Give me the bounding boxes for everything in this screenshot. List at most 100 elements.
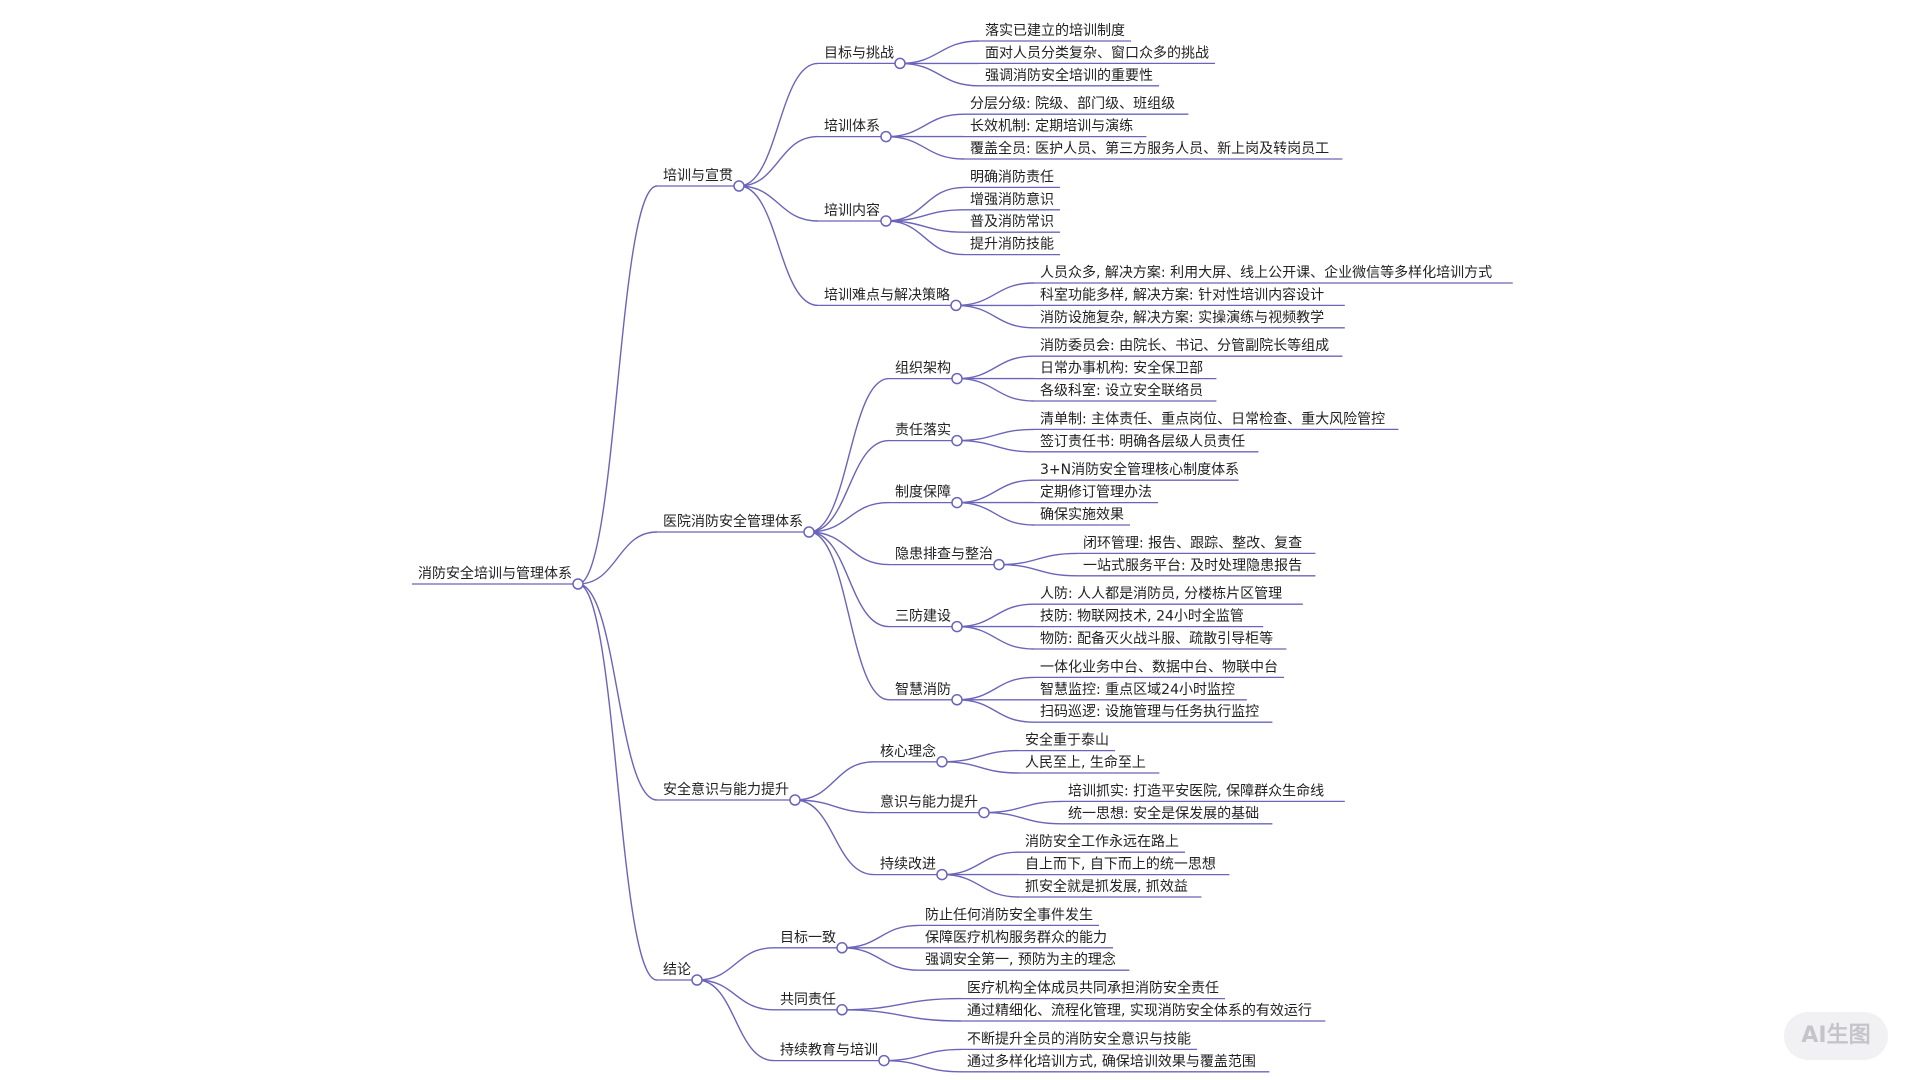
- connector-line: [577, 531, 658, 585]
- node-label: 三防建设: [895, 609, 951, 625]
- connector-line: [956, 699, 1035, 723]
- collapse-toggle-icon[interactable]: [993, 558, 1005, 571]
- leaf-node: 签订责任书: 明确各层级人员责任: [1034, 433, 1259, 453]
- collapse-toggle-icon[interactable]: [951, 620, 963, 633]
- node-label: 培训与宣贯: [663, 168, 733, 184]
- leaf-node: 强调安全第一, 预防为主的理念: [919, 951, 1130, 971]
- collapse-toggle-icon[interactable]: [936, 868, 948, 881]
- collapse-toggle-icon[interactable]: [950, 299, 962, 312]
- topic-node: 制度保障: [889, 485, 957, 504]
- leaf-node: 通过精细化、流程化管理, 实现消防安全体系的有效运行: [961, 1002, 1326, 1022]
- connector-line: [956, 501, 1035, 526]
- topic-node: 目标一致: [774, 930, 842, 949]
- connector-line: [983, 800, 1063, 814]
- leaf-node: 普及消防常识: [964, 214, 1060, 233]
- connector-line: [955, 282, 1035, 307]
- leaf-node: 定期修订管理办法: [1034, 485, 1158, 504]
- topic-node: 智慧消防: [889, 682, 957, 701]
- node-label: 一站式服务平台: 及时处理隐患报告: [1083, 558, 1302, 574]
- connector-line: [738, 185, 819, 222]
- collapse-toggle-icon[interactable]: [951, 496, 963, 509]
- leaf-node: 明确消防责任: [964, 169, 1060, 189]
- node-label: 通过精细化、流程化管理, 实现消防安全体系的有效运行: [967, 1002, 1312, 1019]
- node-label: 普及消防常识: [970, 214, 1054, 230]
- leaf-node: 面对人员分类复杂、窗口众多的挑战: [979, 44, 1215, 65]
- connector-line: [794, 761, 875, 801]
- collapse-toggle-icon[interactable]: [951, 694, 963, 706]
- leaf-node: 强调消防安全培训的重要性: [979, 67, 1159, 87]
- topic-node: 培训体系: [818, 119, 886, 138]
- node-label: 培训内容: [824, 202, 880, 219]
- collapse-toggle-icon[interactable]: [789, 794, 801, 806]
- leaf-node: 增强消防意识: [964, 191, 1060, 211]
- connector-line: [794, 799, 875, 814]
- node-label: 不断提升全员的消防安全意识与技能: [967, 1030, 1191, 1047]
- leaf-node: 闭环管理: 报告、跟踪、整改、复查: [1077, 534, 1316, 555]
- node-label: 自上而下, 自下而上的统一思想: [1025, 857, 1216, 873]
- collapse-toggle-icon[interactable]: [836, 1004, 848, 1016]
- connector-line: [738, 62, 819, 187]
- leaf-node: 防止任何消防安全事件发生: [919, 906, 1099, 927]
- node-label: 科室功能多样, 解决方案: 针对性培训内容设计: [1040, 286, 1324, 303]
- topic-node: 培训内容: [818, 202, 886, 222]
- collapse-toggle-icon[interactable]: [880, 130, 892, 143]
- connector-line: [956, 428, 1035, 442]
- node-label: 闭环管理: 报告、跟踪、整改、复查: [1083, 534, 1302, 551]
- node-label: 共同责任: [780, 992, 836, 1008]
- collapse-toggle-icon[interactable]: [936, 756, 948, 768]
- connector-line: [941, 851, 1020, 876]
- collapse-toggle-icon[interactable]: [878, 1054, 890, 1067]
- node-label: 培训体系: [824, 119, 880, 135]
- node-label: 人民至上, 生命至上: [1025, 754, 1146, 771]
- leaf-node: 不断提升全员的消防安全意识与技能: [961, 1030, 1197, 1051]
- leaf-node: 智慧监控: 重点区域24小时监控: [1034, 682, 1247, 701]
- node-label: 目标与挑战: [824, 45, 894, 61]
- connector-line: [808, 531, 890, 701]
- node-label: 长效机制: 定期培训与演练: [970, 119, 1133, 135]
- connector-line: [885, 113, 965, 138]
- collapse-toggle-icon[interactable]: [894, 57, 906, 70]
- node-label: 责任落实: [895, 423, 951, 439]
- branch-node: 结论: [657, 962, 697, 981]
- connector-line: [841, 947, 920, 971]
- node-label: 定期修订管理办法: [1040, 485, 1152, 501]
- connector-line: [808, 531, 890, 628]
- connector-line: [998, 563, 1078, 577]
- node-label: 组织架构: [895, 361, 951, 377]
- connector-line: [577, 583, 658, 801]
- node-label: 人员众多, 解决方案: 利用大屏、线上公开课、企业微信等多样化培训方式: [1040, 264, 1492, 281]
- collapse-toggle-icon[interactable]: [836, 942, 848, 954]
- leaf-node: 日常办事机构: 安全保卫部: [1034, 360, 1217, 380]
- node-label: 强调消防安全培训的重要性: [985, 67, 1153, 84]
- collapse-toggle-icon[interactable]: [691, 974, 703, 986]
- node-label: 核心理念: [880, 743, 936, 760]
- leaf-node: 统一思想: 安全是保发展的基础: [1062, 805, 1273, 825]
- topic-node: 培训难点与解决策略: [818, 286, 956, 307]
- leaf-node: 消防设施复杂, 解决方案: 实操演练与视频教学: [1034, 309, 1345, 329]
- leaf-node: 落实已建立的培训制度: [979, 23, 1131, 42]
- connector-line: [885, 220, 965, 256]
- node-label: 落实已建立的培训制度: [985, 23, 1125, 39]
- connector-line: [956, 377, 1035, 402]
- collapse-toggle-icon[interactable]: [880, 215, 892, 227]
- connector-line: [883, 1059, 962, 1073]
- leaf-node: 医疗机构全体成员共同承担消防安全责任: [961, 980, 1225, 1000]
- collapse-toggle-icon[interactable]: [733, 180, 745, 192]
- leaf-node: 自上而下, 自下而上的统一思想: [1019, 857, 1230, 876]
- node-label: 技防: 物联网技术, 24小时全监管: [1040, 608, 1244, 625]
- node-label: 清单制: 主体责任、重点岗位、日常检查、重大风险管控: [1040, 411, 1385, 427]
- node-label: 3+N消防安全管理核心制度体系: [1040, 461, 1239, 478]
- collapse-toggle-icon[interactable]: [951, 434, 963, 447]
- leaf-node: 清单制: 主体责任、重点岗位、日常检查、重大风险管控: [1034, 411, 1399, 431]
- collapse-toggle-icon[interactable]: [572, 578, 584, 590]
- node-label: 持续教育与培训: [780, 1042, 878, 1059]
- collapse-toggle-icon[interactable]: [803, 526, 815, 538]
- collapse-toggle-icon[interactable]: [978, 806, 990, 819]
- node-label: 分层分级: 院级、部门级、班组级: [970, 96, 1175, 112]
- node-label: 一体化业务中台、数据中台、物联中台: [1040, 659, 1278, 675]
- topic-node: 目标与挑战: [818, 45, 900, 65]
- collapse-toggle-icon[interactable]: [951, 372, 963, 385]
- node-label: 消防委员会: 由院长、书记、分管副院长等组成: [1040, 337, 1329, 354]
- node-label: 抓安全就是抓发展, 抓效益: [1025, 878, 1188, 895]
- topic-node: 共同责任: [774, 992, 842, 1011]
